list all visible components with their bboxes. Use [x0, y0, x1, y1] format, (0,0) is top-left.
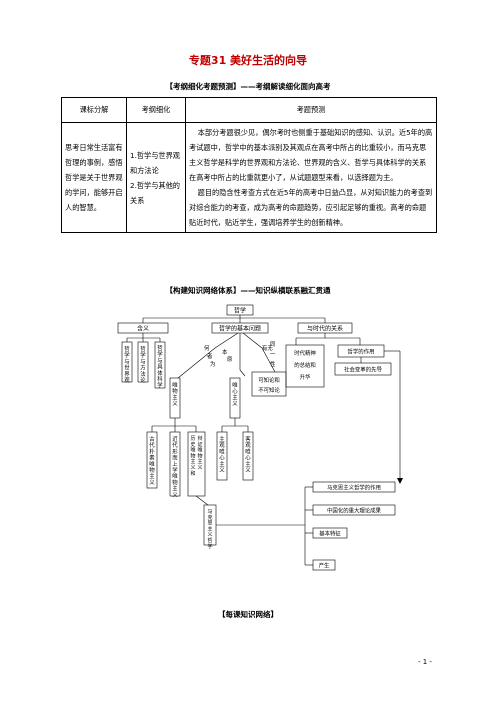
- table-header: 考纲细化: [126, 97, 186, 123]
- label-he-zhe: 何: [204, 344, 210, 352]
- table-cell-outline: 1.哲学与世界观和方法论 2.哲学与其他的关系: [126, 122, 186, 233]
- node-jiben-wenti-text: 哲学的基本问题: [219, 325, 261, 333]
- node-lishi-text-b: 辩证唯物主义: [197, 435, 202, 471]
- node-r2-text: 中国化的重大理论成果: [327, 507, 382, 515]
- node-r1-text: 马克思主义哲学的作用: [327, 484, 381, 492]
- node-gudai-text: 古代朴素唯物主义: [149, 435, 155, 486]
- node-r1: [312, 481, 396, 493]
- node-weiwu-text: 唯物主义: [172, 381, 178, 408]
- node-makesi-text: 马克思主义哲学: [207, 508, 212, 550]
- label-yi: 一: [270, 352, 276, 358]
- prediction-paragraph: 题目的隐含性考查方式在近5年的高考中日益凸显，从对知识能力的考查到对综合能力的考…: [189, 188, 433, 227]
- table-header: 课标分解: [61, 97, 127, 123]
- node-lishi-text-a: 历史唯物主义和: [190, 436, 195, 477]
- node-kezhi-text-1: 可知论和: [258, 376, 280, 384]
- node-zuoyong-text: 哲学的作用: [348, 348, 375, 356]
- section-heading-lesson: 【每课知识网络】: [218, 610, 278, 619]
- outline-item: 1.哲学与世界观和方法论: [130, 150, 180, 175]
- table-row: 思考日常生活富有哲理的事例，感悟哲学是关于世界观的学问，能够开启人的智慧。 1.…: [61, 122, 437, 233]
- node-r3-text: 基本特征: [319, 530, 341, 538]
- table-cell-prediction: 本部分考题很少见，偶尔考时也侧重于基础知识的感知、认识。近5年的高考试题中，哲学…: [185, 122, 437, 233]
- node-zhexue-kexue-text: 哲学与具体科学: [157, 345, 163, 389]
- prediction-paragraph: 本部分考题很少见，偶尔考时也侧重于基础知识的感知、认识。近5年的高考试题中，哲学…: [189, 128, 433, 182]
- node-jindai-text: 近代形而上学唯物主义: [172, 435, 178, 499]
- node-keguan-text: 客观唯心主义: [245, 435, 251, 474]
- node-lishi: [187, 431, 206, 497]
- node-keguan: [242, 431, 254, 481]
- node-kezhi-text-2: 不可知论: [258, 386, 280, 394]
- node-r3: [312, 527, 348, 539]
- label-zhe: 者: [207, 352, 213, 360]
- page-title: 专题31 美好生活的向导: [188, 54, 308, 67]
- section-heading-exam: 【考纲细化考题预测】——考纲解读细化面向高考: [165, 82, 331, 91]
- node-zhexue-shijieguan-text: 哲学与世界观: [124, 346, 130, 384]
- node-r4-text: 产生: [319, 562, 330, 570]
- node-zhexue-fangfalun-text: 哲学与方法论: [140, 346, 146, 384]
- node-hanyi-text: 含义: [137, 325, 149, 333]
- table-header-row: 课标分解 考纲细化 考题预测: [61, 97, 437, 123]
- node-r2: [312, 504, 396, 516]
- label-ben: 本: [222, 348, 228, 356]
- outline-item: 2.哲学与其他的关系: [130, 180, 180, 205]
- node-r4: [312, 559, 336, 571]
- node-root-text: 哲学: [234, 307, 246, 315]
- node-yu-shidai-text: 与时代的关系: [307, 325, 343, 333]
- table-header: 考题预测: [185, 97, 437, 123]
- node-shidai-text-1: 时代精神: [294, 349, 316, 357]
- label-xing: 性: [270, 360, 276, 368]
- node-zhuguan-text: 主观唯心主义: [219, 435, 225, 474]
- label-yuan: 原: [227, 356, 233, 363]
- node-shehui: [334, 362, 392, 376]
- section-heading-network: 【构建知识网络体系】——知识纵横联系融汇贯通: [165, 286, 331, 295]
- node-shidai-jingshen: [285, 344, 325, 388]
- node-zhuguan: [216, 431, 228, 481]
- node-jindai: [169, 431, 181, 497]
- label-tong: 同: [270, 341, 275, 348]
- exam-table: 课标分解 考纲细化 考题预测 思考日常生活富有哲理的事例，感悟哲学是关于世界观的…: [61, 97, 437, 233]
- label-you-wu: 有无: [262, 344, 273, 352]
- page-number: - 1 -: [418, 658, 432, 666]
- node-zhexue-fangfalun: [137, 341, 149, 383]
- label-wei: 为: [210, 360, 215, 368]
- node-gudai: [146, 431, 158, 489]
- node-shehui-text: 社会变革的先导: [344, 366, 382, 374]
- node-zhexue-shijieguan: [121, 341, 133, 383]
- node-zhexue-kexue: [154, 341, 166, 389]
- node-shidai-text-3: 升华: [300, 373, 311, 381]
- node-shidai-text-2: 的总结和: [294, 361, 316, 369]
- node-weixin-text: 唯心主义: [232, 381, 238, 408]
